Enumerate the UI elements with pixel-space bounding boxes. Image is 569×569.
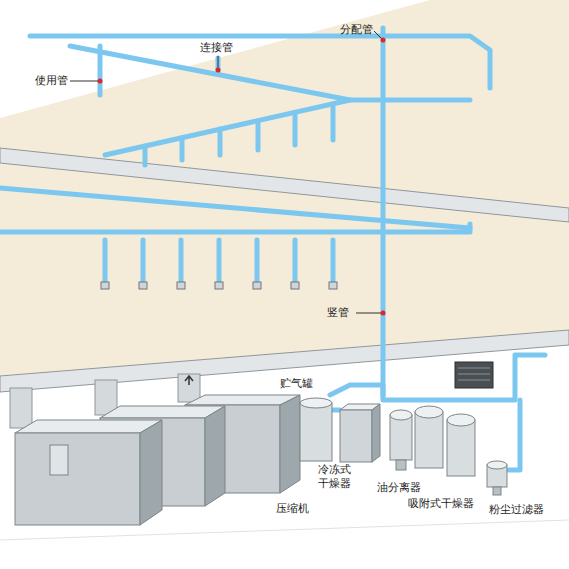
drop-pipe [218, 129, 223, 155]
drop-pipe [103, 240, 108, 282]
drop-pipe [331, 240, 336, 282]
outlet [215, 282, 223, 289]
part-label: 连接管 [200, 41, 260, 55]
drop-pipe [143, 146, 148, 165]
part-label: 竖管 [327, 306, 367, 320]
outlet [253, 282, 261, 289]
tower-top [415, 406, 443, 418]
part-label: 油分离器 [377, 481, 447, 495]
part-label: 压缩机 [276, 502, 336, 516]
floor-slab [0, 330, 569, 392]
compressor-top [100, 406, 225, 418]
leader-dot [381, 311, 386, 316]
duct [10, 388, 32, 428]
drop-pipe [255, 240, 260, 282]
control-panel [50, 445, 68, 475]
outlets [101, 282, 337, 289]
compressor-side [280, 395, 300, 493]
drop-pipe [293, 113, 298, 145]
leader-dots [98, 38, 386, 316]
part-label: 分配管 [340, 23, 400, 37]
part-label: 吸附式干燥器 [408, 497, 498, 511]
dust-filter [487, 461, 507, 495]
drop-pipe [293, 240, 298, 282]
part-label: 粉尘过滤器 [489, 503, 569, 517]
return-pipe [508, 400, 520, 470]
part-label: 冷冻式 干燥器 [318, 463, 358, 491]
dryer-tower [447, 420, 475, 476]
airflow-arrow [185, 376, 193, 385]
leader-dot [216, 68, 221, 73]
slat [458, 374, 490, 375]
outlet [177, 282, 185, 289]
adsorption-dryer [415, 406, 475, 476]
filter-top [487, 461, 507, 469]
lower-main-pipe [0, 224, 470, 232]
vent-grille [455, 362, 493, 388]
slat [458, 380, 490, 381]
drop-pipe [179, 240, 184, 282]
separator-body [390, 415, 412, 460]
part-label: 使用管 [35, 74, 95, 88]
compressor-top [15, 420, 162, 433]
outlet [101, 282, 109, 289]
leader-dot [98, 79, 103, 84]
air-tank [300, 398, 332, 461]
dryer-front [340, 410, 372, 462]
dryer-tower [415, 412, 443, 468]
outlet [139, 282, 147, 289]
slat [458, 368, 490, 369]
tank-body [300, 403, 332, 461]
drop-pipe [331, 104, 336, 140]
leader-line [70, 81, 100, 82]
oil-separator [390, 410, 412, 470]
leader-dot [381, 38, 386, 43]
vent-slats [458, 368, 490, 380]
tank-top [300, 398, 332, 408]
drop-pipe [256, 121, 261, 150]
leader-lines [70, 31, 383, 313]
duct [178, 374, 200, 402]
tower-top [447, 414, 475, 426]
outlet [291, 282, 299, 289]
drop-pipe [217, 240, 222, 282]
part-label: 贮气罐 [280, 377, 340, 391]
diagonal-pipe [0, 188, 470, 228]
separator-drain [396, 460, 406, 470]
equipment-pipe [330, 355, 545, 400]
refrigerated-dryer [340, 404, 380, 462]
branch-pipe [105, 100, 350, 155]
pipe-network [0, 28, 545, 470]
filter-drain [493, 487, 501, 495]
drop-pipe [180, 138, 185, 160]
dryer-side [372, 404, 380, 462]
leader-line [356, 313, 383, 314]
compressor-1 [15, 420, 162, 525]
separator-top [390, 410, 412, 420]
connecting-pipe [70, 46, 470, 100]
riser-pipe [381, 28, 386, 395]
outlet [329, 282, 337, 289]
compressor-side [205, 406, 225, 506]
compressor-side [140, 420, 162, 525]
compressor-front [15, 433, 140, 525]
drop-pipe [141, 240, 146, 282]
